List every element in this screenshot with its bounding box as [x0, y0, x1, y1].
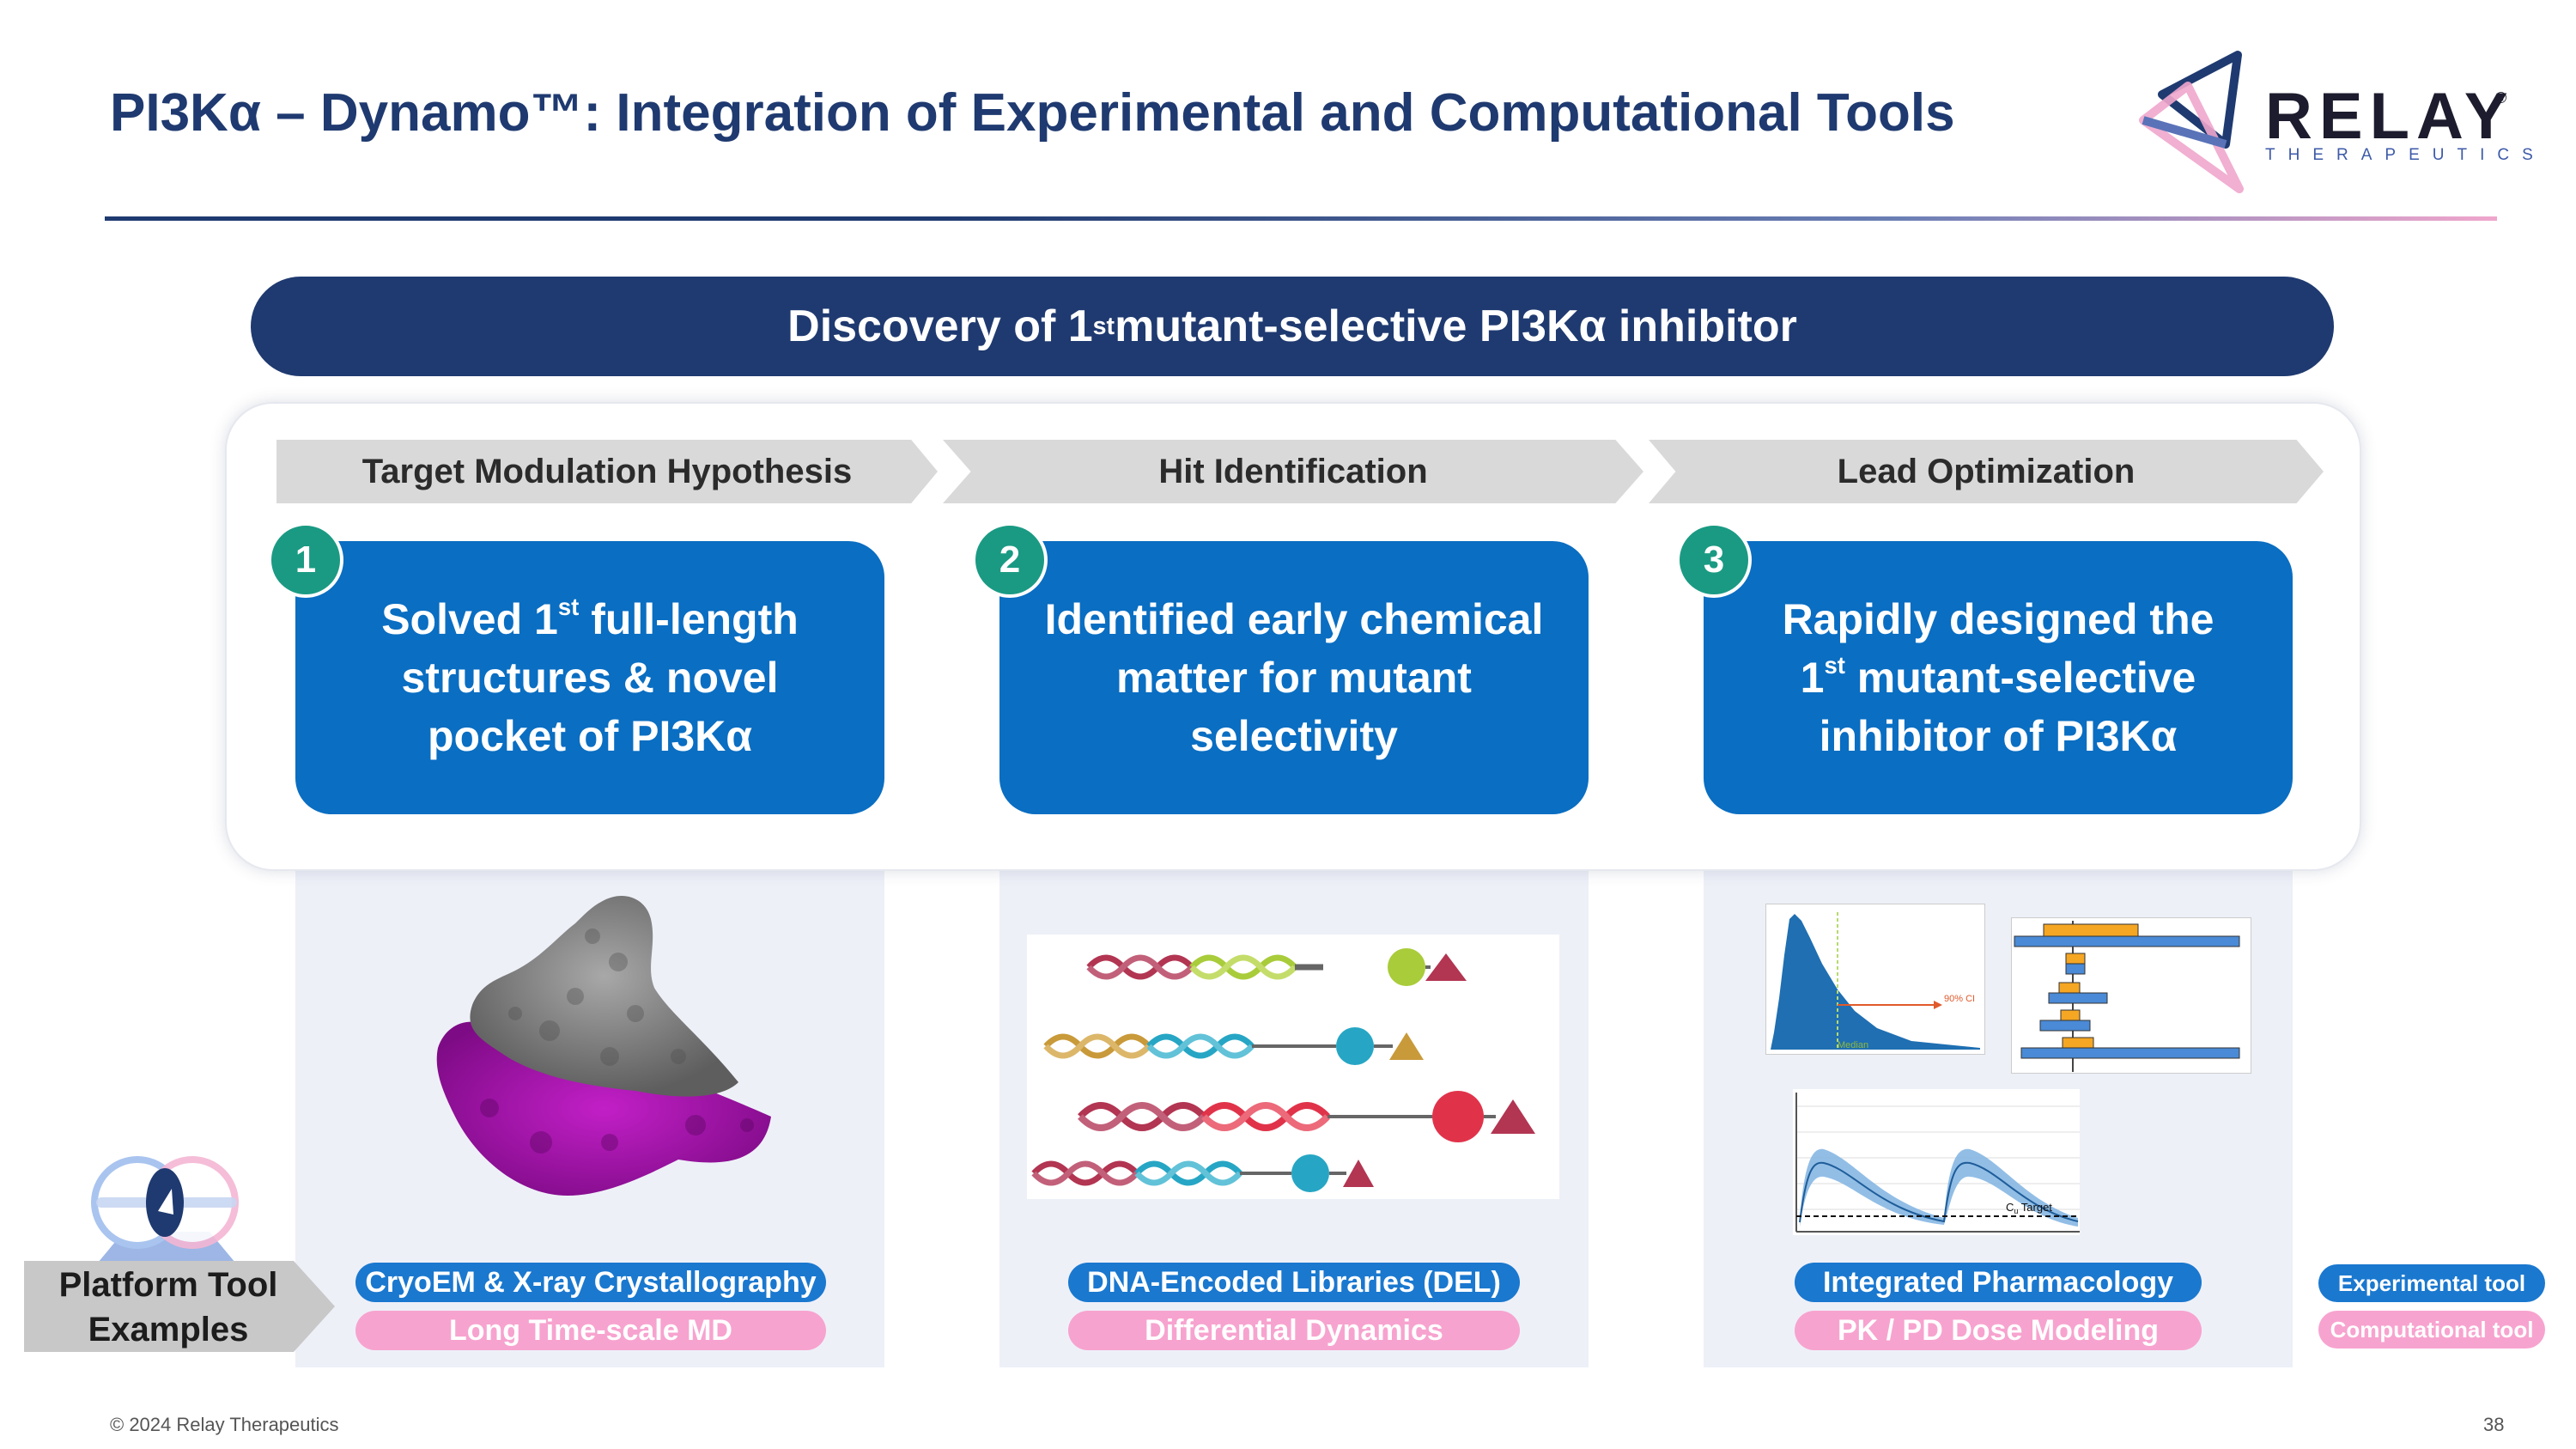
- stage-1-card-sup: st: [557, 594, 580, 620]
- stage-2-chevron: Hit Identification: [943, 440, 1643, 503]
- stage-3-number-badge: 3: [1676, 522, 1752, 598]
- distribution-histogram-image: 90% CI Median: [1765, 904, 1985, 1055]
- logo-registered-mark: ®: [2495, 89, 2507, 107]
- pk-concentration-chart-image: Cu Target: [1793, 1089, 2080, 1235]
- banner-prefix: Discovery of 1: [787, 301, 1093, 351]
- header-divider: [105, 216, 2497, 221]
- forest-bar-chart-image: [2011, 917, 2251, 1074]
- stage-1-number-badge: 1: [268, 522, 343, 598]
- target-label-c: C: [2006, 1201, 2014, 1214]
- legend-experimental-tool: Experimental tool: [2318, 1264, 2545, 1302]
- platform-tool-examples-label: Platform Tool Examples: [24, 1261, 335, 1352]
- target-label: Cu Target: [2006, 1201, 2052, 1215]
- stage-3-card-sup: st: [1824, 652, 1845, 679]
- stage-2-card-text-a: Identified early chemical matter for mut…: [1044, 595, 1544, 760]
- dna-encoded-library-image: [1031, 948, 1535, 1192]
- median-label: Median: [1838, 1040, 1868, 1050]
- stage-2-number-badge: 2: [972, 522, 1048, 598]
- stage-3-label: Lead Optimization: [1837, 452, 2136, 490]
- protein-structure-image: [436, 895, 771, 1196]
- ci-label: 90% CI: [1944, 994, 1975, 1004]
- stage-2-card: Identified early chemical matter for mut…: [999, 541, 1589, 814]
- platform-dynamo-icon: [91, 1156, 239, 1263]
- legend-computational-tool: Computational tool: [2318, 1311, 2545, 1349]
- page-number: 38: [2483, 1414, 2505, 1435]
- stage-2-label: Hit Identification: [1158, 452, 1428, 490]
- stage-1-chevron: Target Modulation Hypothesis: [276, 440, 938, 503]
- page-title: PI3Kα – Dynamo™: Integration of Experime…: [110, 83, 1955, 143]
- stage-3-chevron: Lead Optimization: [1649, 440, 2324, 503]
- copyright-footer: © 2024 Relay Therapeutics: [110, 1414, 339, 1435]
- logo-tagline: THERAPEUTICS: [2265, 146, 2546, 164]
- stage-1-label: Target Modulation Hypothesis: [361, 452, 853, 490]
- stage-1-card-text-b: full-length structures & novel pocket of…: [401, 595, 799, 760]
- banner-suffix: mutant-selective PI3Kα inhibitor: [1115, 301, 1797, 351]
- platform-tool-examples-text: Platform Tool Examples: [58, 1266, 278, 1349]
- stage-3-experimental-tool: Integrated Pharmacology: [1795, 1263, 2202, 1302]
- logo-wordmark: RELAY: [2265, 80, 2515, 153]
- stage-3-card: Rapidly designed the 1st mutant-selectiv…: [1704, 541, 2293, 814]
- stage-2-experimental-tool: DNA-Encoded Libraries (DEL): [1068, 1263, 1520, 1302]
- target-label-sub: u: [2014, 1207, 2018, 1215]
- stage-1-computational-tool: Long Time-scale MD: [355, 1311, 826, 1350]
- stage-3-computational-tool: PK / PD Dose Modeling: [1795, 1311, 2202, 1350]
- target-label-suffix: Target: [2018, 1201, 2052, 1214]
- stage-3-card-text-b: mutant-selective inhibitor of PI3Kα: [1819, 654, 2196, 760]
- stage-1-experimental-tool: CryoEM & X-ray Crystallography: [355, 1263, 826, 1302]
- stage-1-card: Solved 1st full-length structures & nove…: [295, 541, 884, 814]
- stage-3-card-text-a: Rapidly designed the 1: [1782, 595, 2215, 702]
- relay-logo-icon: [2139, 51, 2244, 193]
- stage-1-card-text-a: Solved 1: [381, 595, 558, 643]
- stage-2-computational-tool: Differential Dynamics: [1068, 1311, 1520, 1350]
- del-illustration-frame: [1027, 935, 1559, 1199]
